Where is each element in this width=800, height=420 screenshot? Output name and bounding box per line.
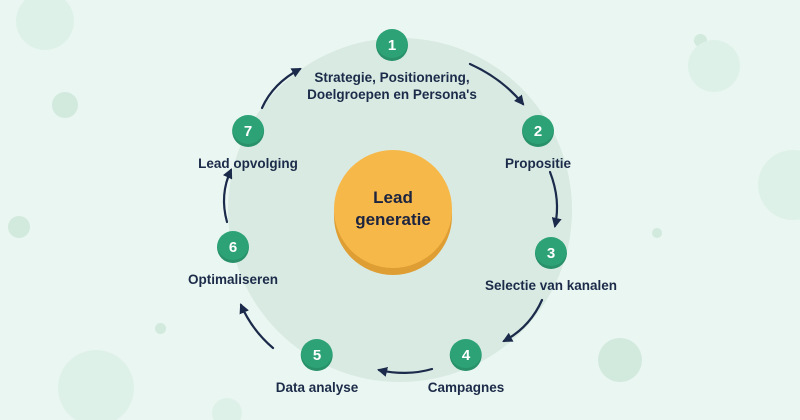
decorative-circle: [8, 216, 30, 238]
center-title-line2: generatie: [355, 210, 431, 229]
step-1-label: Strategie, Positionering, Doelgroepen en…: [307, 70, 477, 102]
decorative-circle: [58, 350, 134, 420]
step-3-label: Selectie van kanalen: [484, 278, 618, 293]
decorative-circle: [212, 398, 242, 420]
center-title-circle: Lead generatie: [334, 150, 452, 268]
step-4: 4 Campagnes: [427, 339, 505, 395]
decorative-circle: [598, 338, 642, 382]
step-6: 6 Optimaliseren: [188, 231, 278, 287]
step-3-number-badge: 3: [534, 237, 567, 269]
step-2-number-badge: 2: [521, 115, 554, 147]
step-1: 1 Strategie, Positionering, Doelgroepen …: [286, 29, 498, 104]
step-2-label: Propositie: [504, 156, 572, 171]
step-4-label: Campagnes: [427, 380, 505, 395]
step-1-number-badge: 1: [376, 29, 408, 61]
center-title-line1: Lead: [373, 187, 413, 207]
decorative-circle: [688, 40, 740, 92]
decorative-circle: [652, 228, 662, 238]
step-6-label: Optimaliseren: [187, 272, 279, 287]
decorative-circle: [155, 323, 166, 334]
step-2: 2 Propositie: [505, 115, 571, 171]
step-5-label: Data analyse: [275, 380, 359, 395]
step-4-number-badge: 4: [450, 339, 482, 371]
decorative-circle: [16, 0, 74, 50]
step-7-number-badge: 7: [232, 115, 264, 147]
step-7: 7 Lead opvolging: [198, 115, 298, 171]
step-5-number-badge: 5: [301, 339, 333, 371]
decorative-circle: [52, 92, 78, 118]
step-6-number-badge: 6: [217, 231, 249, 263]
step-5: 5 Data analyse: [275, 339, 359, 395]
decorative-circle: [758, 150, 800, 220]
step-3: 3 Selectie van kanalen: [485, 237, 617, 293]
step-7-label: Lead opvolging: [198, 156, 298, 171]
